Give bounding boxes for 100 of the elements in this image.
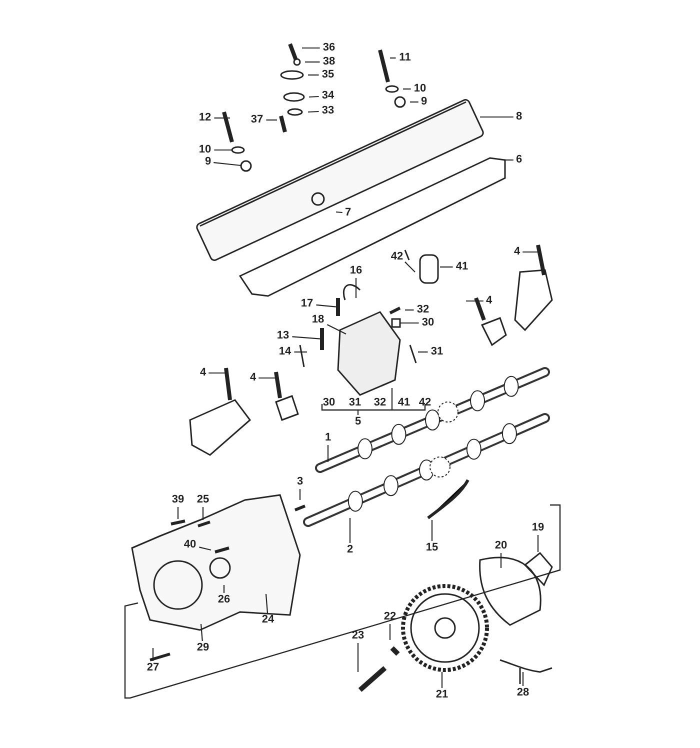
callout-number: 30 bbox=[322, 398, 336, 408]
callout-number: 10 bbox=[198, 144, 212, 156]
leader-line bbox=[214, 149, 232, 151]
leader-line bbox=[357, 643, 359, 672]
leader-line bbox=[357, 388, 393, 415]
leader-line bbox=[292, 336, 320, 340]
leader-line bbox=[441, 672, 443, 688]
callout-number: 33 bbox=[322, 106, 334, 116]
nut-part bbox=[391, 318, 401, 328]
callout-number: 2 bbox=[346, 544, 354, 556]
callout-number: 29 bbox=[196, 642, 210, 654]
callout-number: 28 bbox=[516, 688, 530, 698]
callout-number: 34 bbox=[322, 90, 334, 102]
callout-number: 32 bbox=[374, 398, 386, 408]
leader-line bbox=[177, 507, 179, 519]
callout-number: 1 bbox=[324, 432, 332, 444]
callout-number: 20 bbox=[494, 540, 508, 552]
callout-number: 23 bbox=[352, 630, 364, 642]
callout-number: 4 bbox=[514, 246, 520, 258]
callout-number: 30 bbox=[422, 318, 434, 328]
leader-line bbox=[480, 116, 514, 118]
leader-line bbox=[522, 672, 524, 686]
callout-number: 26 bbox=[218, 594, 230, 606]
leader-line bbox=[152, 648, 154, 661]
leader-line bbox=[265, 594, 268, 614]
callout-number: 39 bbox=[172, 494, 184, 506]
callout-number: 6 bbox=[516, 154, 522, 166]
callout-number: 19 bbox=[532, 522, 544, 534]
callout-number: 31 bbox=[348, 398, 362, 408]
bolt-part bbox=[320, 328, 324, 350]
leader-line bbox=[326, 324, 346, 334]
bolt-part bbox=[336, 298, 340, 316]
leader-line bbox=[336, 211, 342, 214]
callout-number: 31 bbox=[430, 346, 444, 358]
leader-line bbox=[327, 445, 329, 462]
callout-number: 42 bbox=[418, 398, 432, 408]
callout-number: 5 bbox=[354, 416, 362, 428]
leader-line bbox=[466, 300, 484, 302]
callout-number: 9 bbox=[420, 96, 428, 108]
leader-line bbox=[266, 119, 277, 121]
leader-line bbox=[404, 261, 416, 272]
leader-line bbox=[500, 553, 502, 568]
leader-line bbox=[223, 585, 225, 593]
callout-number: 12 bbox=[198, 112, 212, 124]
callout-number: 42 bbox=[390, 252, 404, 262]
leader-line bbox=[522, 251, 540, 253]
leader-line bbox=[403, 88, 411, 90]
callout-number: 35 bbox=[322, 70, 334, 80]
leader-line bbox=[199, 546, 212, 551]
leader-line bbox=[440, 266, 453, 268]
callout-number: 13 bbox=[276, 330, 290, 342]
leader-line bbox=[405, 309, 414, 311]
leader-line bbox=[410, 101, 418, 103]
callout-number: 27 bbox=[146, 662, 160, 674]
callout-number: 21 bbox=[436, 690, 448, 700]
leader-line bbox=[302, 47, 320, 49]
callout-number: 36 bbox=[322, 42, 336, 54]
leader-line bbox=[200, 624, 203, 642]
callout-number: 37 bbox=[250, 114, 264, 126]
leader-line bbox=[537, 535, 539, 552]
leader-line bbox=[214, 162, 242, 166]
leader-line bbox=[299, 489, 301, 500]
callout-number: 11 bbox=[399, 52, 411, 64]
callout-number: 18 bbox=[312, 314, 324, 326]
callout-number: 10 bbox=[414, 84, 426, 94]
callout-number: 4 bbox=[250, 372, 256, 384]
callout-number: 22 bbox=[384, 612, 396, 622]
leader-line bbox=[355, 278, 357, 298]
callout-number: 7 bbox=[344, 208, 352, 218]
callout-number: 25 bbox=[196, 494, 210, 506]
leader-line bbox=[305, 61, 320, 63]
leader-line bbox=[504, 159, 514, 161]
leader-line bbox=[316, 304, 336, 308]
leader-line bbox=[294, 351, 307, 353]
leader-line bbox=[418, 351, 428, 353]
callout-number: 24 bbox=[262, 614, 274, 626]
leader-line bbox=[389, 624, 391, 640]
leader-line bbox=[202, 507, 204, 520]
callout-number: 40 bbox=[184, 540, 196, 550]
leader-line bbox=[400, 322, 419, 324]
leader-line bbox=[258, 377, 278, 379]
callout-number: 16 bbox=[350, 266, 362, 276]
callout-number: 41 bbox=[456, 262, 468, 272]
callout-number: 15 bbox=[426, 542, 438, 554]
leader-line bbox=[308, 110, 319, 113]
callout-number: 4 bbox=[200, 368, 206, 378]
leader-line bbox=[349, 518, 351, 543]
callout-number: 4 bbox=[486, 296, 492, 306]
leader-line bbox=[308, 74, 319, 76]
callout-number: 32 bbox=[416, 304, 430, 316]
leader-line bbox=[308, 96, 319, 98]
callout-number: 38 bbox=[322, 56, 336, 68]
callout-number: 3 bbox=[296, 476, 304, 488]
leader-line bbox=[390, 57, 396, 59]
callout-number: 9 bbox=[204, 156, 212, 168]
callout-number: 8 bbox=[516, 112, 522, 122]
leader-line bbox=[214, 117, 230, 119]
callout-number: 14 bbox=[278, 346, 292, 358]
leader-line bbox=[208, 372, 228, 374]
callout-number: 41 bbox=[398, 398, 410, 408]
